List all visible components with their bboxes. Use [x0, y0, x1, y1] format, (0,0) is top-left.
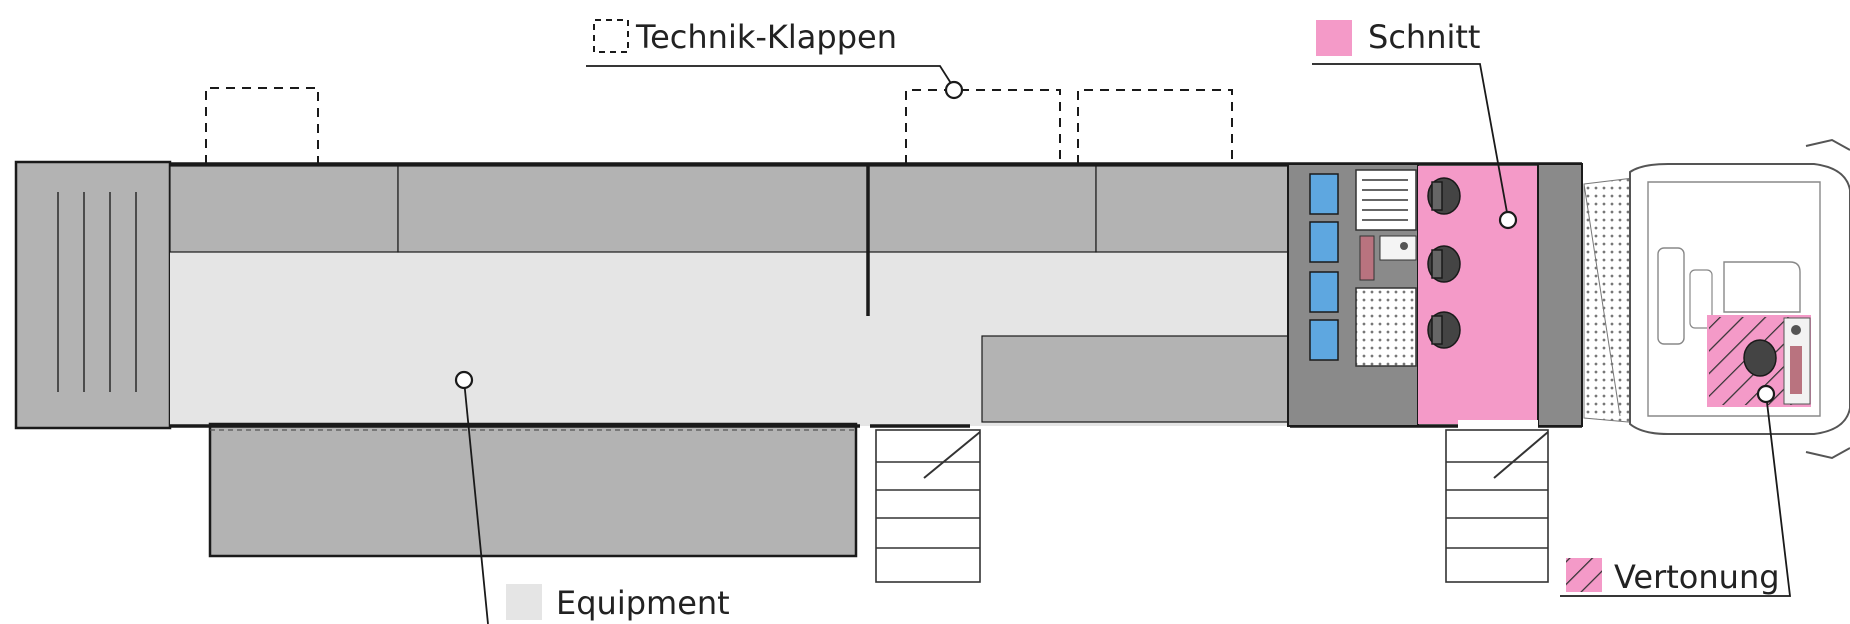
legend-schnitt-label: Schnitt	[1368, 18, 1480, 56]
swivel-chair-icon	[1743, 339, 1777, 377]
storage-block-4	[1095, 165, 1289, 253]
legend-schnitt: Schnitt	[1316, 18, 1480, 56]
schnitt-suite	[1287, 163, 1583, 428]
storage-fixtures	[169, 165, 1289, 423]
stairs-icon-right	[1445, 429, 1549, 583]
storage-block-3	[867, 165, 1097, 253]
callout-technik-klappen	[586, 65, 955, 89]
callout-equipment	[463, 379, 489, 624]
technik-klappe-mid	[905, 89, 1061, 164]
legend-equipment-swatch	[506, 584, 542, 620]
slide-out-module	[208, 422, 858, 558]
technik-klappen-group	[205, 87, 1233, 164]
callout-lines	[463, 63, 1792, 624]
legend-technik-klappen: Technik-Klappen	[593, 18, 897, 56]
monitor-icon	[1309, 173, 1339, 361]
legend-vertonung: Vertonung	[1566, 558, 1780, 596]
callout-vertonung	[1560, 393, 1792, 597]
truck-cab-icon	[1629, 138, 1850, 460]
legend-technik-klappen-label: Technik-Klappen	[635, 18, 897, 56]
dashed-flap-icon	[593, 19, 629, 53]
storage-block-5	[981, 335, 1289, 423]
storage-block-2	[397, 165, 869, 253]
callout-schnitt	[1312, 63, 1509, 219]
legend-schnitt-swatch	[1316, 20, 1352, 56]
mixing-desk-icon	[1355, 169, 1417, 367]
rear-lift-gate	[14, 160, 172, 430]
legend-vertonung-label: Vertonung	[1614, 558, 1780, 596]
callout-markers	[454, 80, 1776, 404]
legend-vertonung-swatch	[1566, 558, 1602, 592]
technik-klappe-left	[205, 87, 319, 164]
storage-block-1	[169, 165, 399, 253]
technik-klappe-right	[1077, 89, 1233, 164]
swivel-chair-icon	[1427, 177, 1461, 349]
legend-equipment: Equipment	[506, 584, 730, 622]
stairs-icon-left	[875, 429, 981, 583]
legend-equipment-label: Equipment	[556, 584, 730, 622]
